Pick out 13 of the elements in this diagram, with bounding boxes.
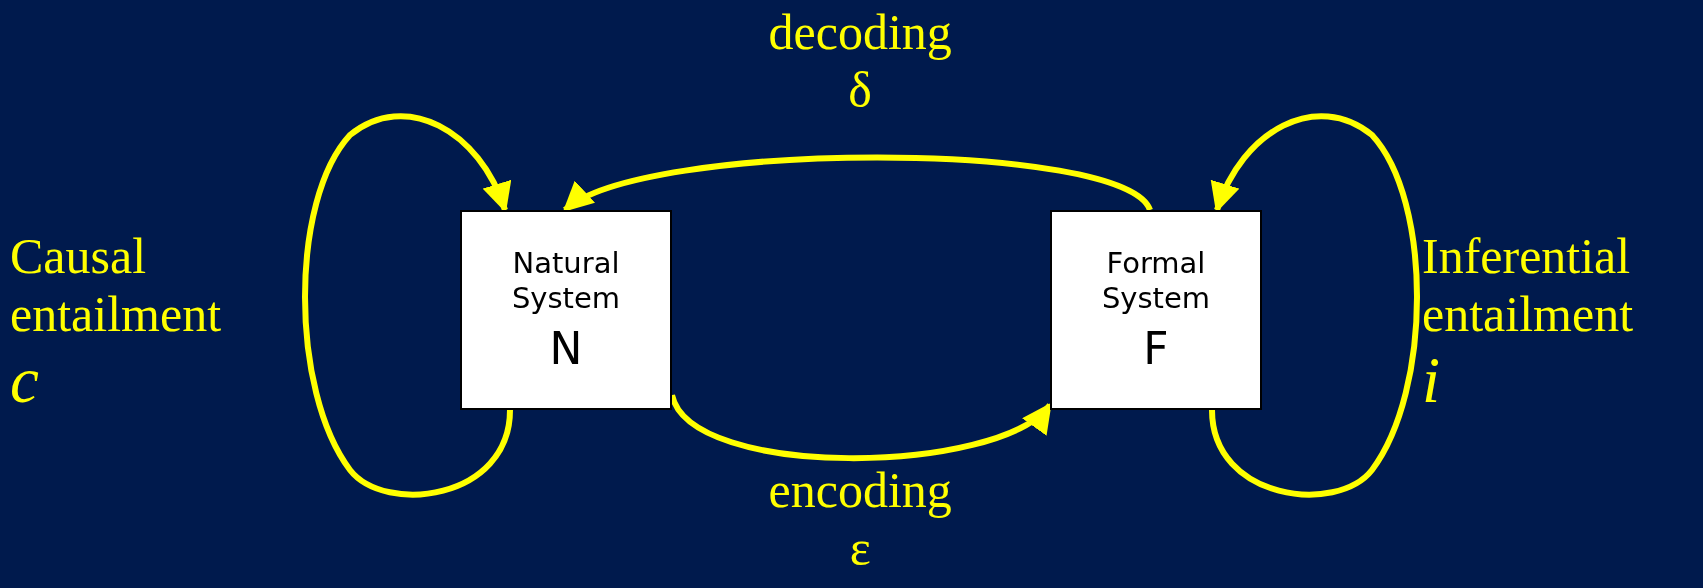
system-box	[460, 210, 672, 410]
system-symbol: F	[1143, 323, 1169, 375]
arrow	[302, 113, 513, 498]
system-symbol: N	[549, 323, 583, 375]
edge-label: Causal entailment c	[10, 228, 222, 418]
edge-label: Inferential entailment i	[1422, 228, 1634, 418]
arrow	[1209, 113, 1420, 498]
system-name: Natural System	[510, 245, 622, 316]
arrow	[562, 154, 1153, 213]
system-box	[1050, 210, 1262, 410]
system-name: Formal System	[1100, 245, 1212, 316]
edge-label: decoding δ	[768, 4, 952, 119]
edge-label: encoding ε	[768, 462, 952, 577]
